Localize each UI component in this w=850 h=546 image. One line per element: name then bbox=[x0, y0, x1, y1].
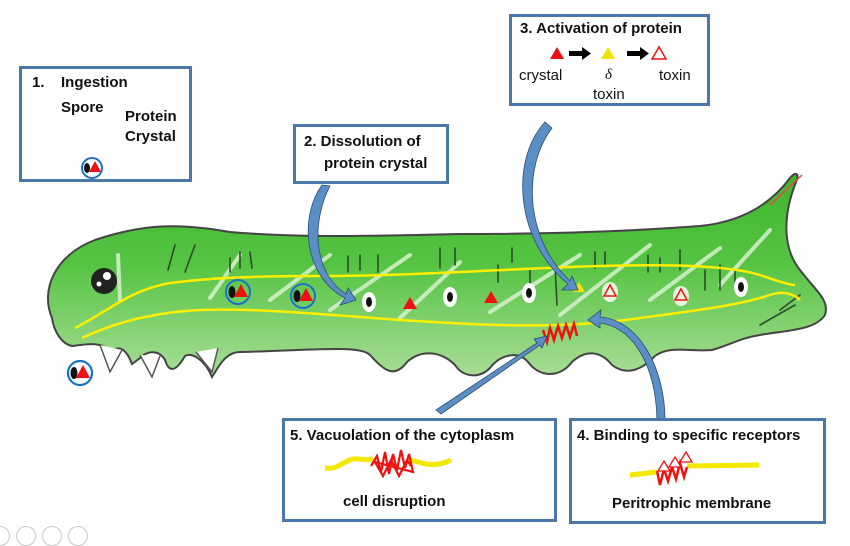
spore-crystal-in-gut bbox=[290, 283, 316, 309]
arrow-step3 bbox=[522, 121, 579, 291]
image-icon[interactable] bbox=[16, 526, 36, 546]
spore-crystal-icon bbox=[81, 157, 103, 179]
spore-crystal-outside bbox=[66, 359, 94, 387]
gut-line-upper bbox=[74, 264, 796, 330]
step-5-box: 5. Vacuolation of the cytoplasm cell dis… bbox=[282, 418, 557, 522]
leg bbox=[99, 344, 123, 374]
step-1-number: 1. bbox=[32, 74, 45, 91]
tail-horn bbox=[769, 174, 803, 206]
arrow-right-icon bbox=[627, 47, 649, 60]
step-4-title: 4. Binding to specific receptors bbox=[577, 427, 801, 444]
active-toxin bbox=[602, 282, 618, 302]
crystal-triangle-icon bbox=[550, 47, 564, 59]
step-1-title: Ingestion bbox=[61, 74, 128, 91]
step-3-title: 3. Activation of protein bbox=[520, 20, 682, 37]
arrow-step2 bbox=[307, 184, 357, 306]
crystal-triangle bbox=[484, 291, 498, 303]
spore-label: Spore bbox=[61, 99, 104, 116]
caterpillar-body bbox=[47, 172, 827, 380]
protein-label: Protein bbox=[125, 108, 177, 125]
delta-triangle-icon bbox=[601, 47, 615, 59]
leg bbox=[139, 354, 161, 379]
activation-sequence bbox=[550, 45, 668, 60]
step-1-box: 1. Ingestion Spore Protein Crystal bbox=[19, 66, 192, 182]
toxin-caption: toxin bbox=[659, 67, 691, 84]
search-icon[interactable] bbox=[42, 526, 62, 546]
receptor-binding-illustration bbox=[629, 450, 760, 486]
active-toxin bbox=[673, 286, 689, 306]
gut-pores bbox=[362, 277, 748, 312]
eye bbox=[91, 268, 117, 294]
step-2-title-line1: 2. Dissolution of bbox=[304, 133, 421, 150]
delta-symbol: δ bbox=[605, 67, 612, 83]
arrow-step4 bbox=[587, 309, 666, 421]
step-2-title-line2: protein crystal bbox=[324, 155, 428, 172]
toxin-triangle-icon bbox=[650, 45, 668, 60]
crystal-label: Crystal bbox=[125, 128, 176, 145]
arrow-right-icon bbox=[569, 47, 591, 60]
gut-disruption-zigzag bbox=[541, 319, 579, 347]
step-4-box: 4. Binding to specific receptors Peritro… bbox=[569, 418, 826, 524]
step-2-box: 2. Dissolution of protein crystal bbox=[293, 124, 449, 184]
more-icon[interactable] bbox=[68, 526, 88, 546]
spore-crystal-in-gut bbox=[225, 279, 251, 305]
step-4-caption: Peritrophic membrane bbox=[612, 495, 772, 512]
gut-line-lower bbox=[81, 291, 801, 340]
arrow-step5 bbox=[435, 335, 548, 415]
step-5-title: 5. Vacuolation of the cytoplasm bbox=[290, 427, 515, 444]
crystal-caption: crystal bbox=[519, 67, 563, 84]
share-icon[interactable] bbox=[0, 526, 10, 546]
image-toolbar bbox=[0, 526, 88, 546]
step-3-box: 3. Activation of protein crystal δ toxin… bbox=[509, 14, 710, 106]
crystal-triangle bbox=[403, 297, 417, 309]
cell-disruption-illustration bbox=[324, 449, 453, 479]
step-5-caption: cell disruption bbox=[343, 493, 446, 510]
delta-toxin-caption: toxin bbox=[593, 86, 625, 103]
leg bbox=[195, 347, 219, 374]
